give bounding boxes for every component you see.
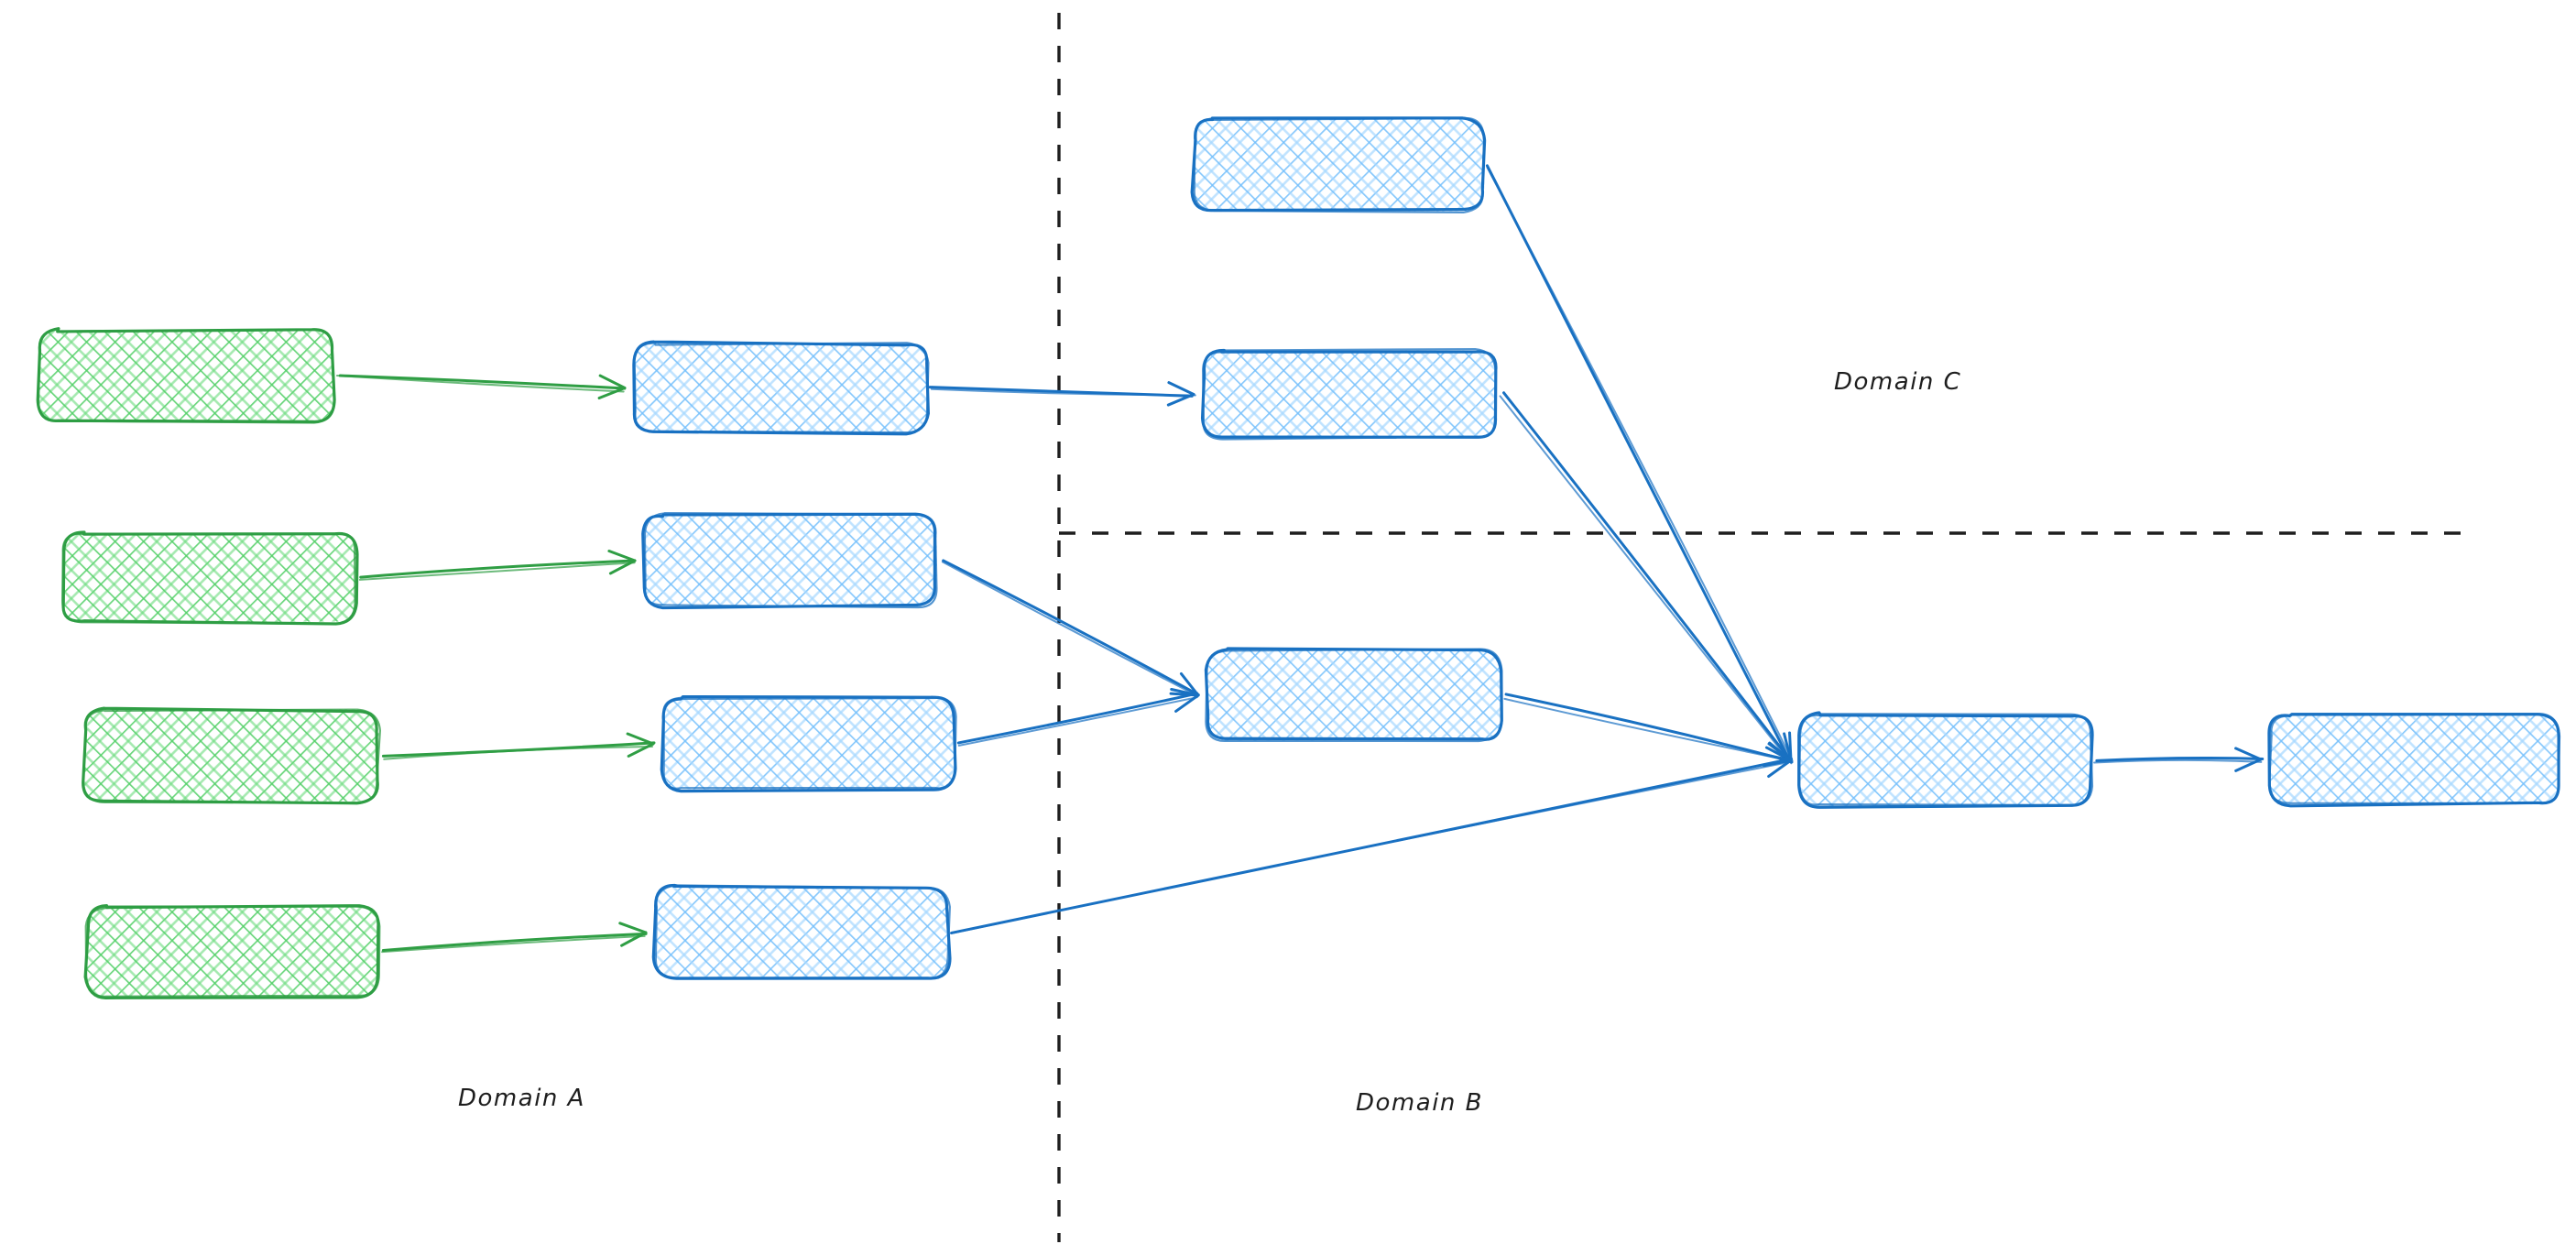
arrowhead-barb	[620, 931, 648, 947]
node-outline	[662, 696, 957, 790]
edge-line	[956, 692, 1199, 745]
node-fill	[655, 886, 949, 979]
arrowhead-barb	[1783, 732, 1793, 762]
edge-e-a3-b3	[381, 732, 656, 760]
arrowhead-barb	[1763, 753, 1793, 762]
node-fill	[1202, 350, 1497, 439]
edge-line	[930, 387, 1196, 397]
arrowhead-barb	[1166, 393, 1195, 407]
edge-line	[335, 375, 625, 393]
edge-e-c2-hub	[1499, 391, 1794, 765]
node-outline	[643, 511, 938, 609]
edge-line	[358, 562, 636, 581]
edge-line	[1486, 166, 1794, 762]
edge-e-b3-c3	[956, 687, 1200, 747]
edge-line	[1502, 391, 1794, 764]
arrowhead-barb	[598, 374, 627, 389]
arrowhead-barb	[626, 732, 655, 746]
edge-line	[381, 934, 646, 954]
domain-label-layer: Domain A Domain B Domain C	[458, 368, 1961, 1117]
edge-line	[359, 559, 637, 579]
edge-e-a2-b2	[358, 549, 637, 581]
divider-layer	[1057, 13, 2466, 1242]
node-fill	[61, 532, 357, 622]
node-outline	[84, 905, 381, 998]
node-outline	[633, 342, 930, 434]
edge-layer	[335, 164, 2265, 954]
node-c3[interactable]	[1204, 647, 1503, 743]
node-fill	[38, 329, 333, 422]
node-fill	[2269, 714, 2559, 805]
edge-line	[1499, 395, 1793, 765]
node-outline	[654, 884, 951, 979]
node-hub[interactable]	[1797, 711, 2094, 809]
node-fill	[86, 906, 379, 998]
arrowhead-barb	[607, 549, 637, 562]
arrowhead-barb	[1167, 381, 1195, 396]
edge-line	[942, 559, 1200, 697]
node-b3[interactable]	[660, 694, 957, 793]
node-outline	[37, 328, 335, 424]
node-c2[interactable]	[1200, 347, 1498, 441]
edge-line	[383, 745, 654, 760]
edge-line	[1504, 693, 1793, 763]
node-fill	[1193, 118, 1485, 212]
edge-e-b2-c3	[941, 559, 1200, 697]
node-b1[interactable]	[632, 340, 930, 436]
node-a3[interactable]	[82, 706, 381, 805]
arrowhead-barb	[627, 742, 655, 758]
node-fill	[633, 343, 928, 433]
domain-label-domain-c: Domain C	[1834, 368, 1961, 396]
node-outline	[1202, 347, 1497, 441]
arrowhead-barb	[2234, 747, 2263, 761]
node-a4[interactable]	[83, 904, 381, 999]
arrowhead-barb	[1767, 758, 1793, 779]
node-outline	[1193, 116, 1486, 213]
node-fill	[644, 514, 937, 607]
edge-line	[2093, 758, 2263, 764]
edge-e-b4-hub	[950, 753, 1794, 934]
edge-line	[1503, 697, 1791, 762]
node-outline	[2268, 712, 2561, 804]
node-b2[interactable]	[641, 511, 938, 610]
edge-e-a1-b1	[335, 374, 627, 400]
arrowhead-barb	[597, 387, 627, 400]
arrowhead-barb	[1179, 671, 1200, 697]
edge-e-hub-out	[2093, 747, 2265, 772]
node-out[interactable]	[2267, 712, 2561, 808]
node-fill	[83, 709, 379, 802]
arrowhead-barb	[1174, 693, 1200, 713]
node-a1[interactable]	[36, 327, 336, 424]
node-layer	[36, 116, 2561, 999]
node-c1[interactable]	[1190, 116, 1487, 213]
arrowhead-barb	[618, 922, 648, 934]
domain-label-domain-b: Domain B	[1356, 1089, 1483, 1117]
edge-line	[381, 741, 656, 758]
node-fill	[661, 697, 955, 790]
edge-line	[950, 760, 1793, 934]
node-fill	[1799, 714, 2092, 807]
node-b4[interactable]	[651, 883, 952, 980]
node-outline	[61, 532, 356, 626]
domain-label-domain-a: Domain A	[458, 1085, 585, 1112]
edge-e-a4-b4	[381, 922, 648, 954]
arrowhead-barb	[1170, 687, 1200, 697]
arrowhead-barb	[608, 559, 637, 575]
edge-line	[2095, 757, 2265, 762]
node-outline	[1205, 648, 1503, 743]
edge-line	[957, 696, 1198, 747]
edge-e-b1-c2	[928, 381, 1196, 407]
edge-e-c1-hub	[1485, 164, 1794, 763]
node-a2[interactable]	[60, 530, 359, 626]
edge-line	[941, 561, 1198, 697]
node-fill	[1206, 649, 1501, 741]
arrowhead-barb	[2234, 758, 2263, 772]
edge-line	[338, 374, 627, 390]
node-outline	[82, 708, 381, 804]
node-outline	[1798, 713, 2094, 806]
edge-line	[381, 932, 648, 953]
arrowhead-barb	[1767, 742, 1793, 762]
